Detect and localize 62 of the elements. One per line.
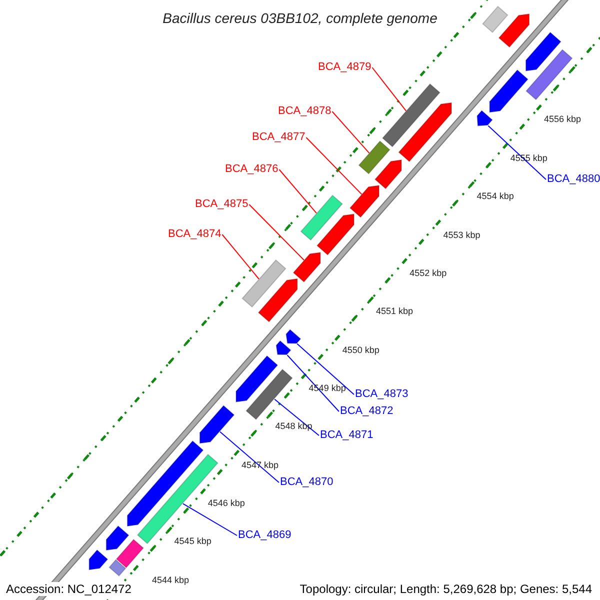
- gene-feature: [246, 368, 293, 420]
- gene-feature: [482, 6, 508, 34]
- gene-label: BCA_4873: [355, 389, 408, 400]
- leader-line: [222, 234, 260, 280]
- tick-label: 4544 kbp: [152, 576, 190, 585]
- gene-label: BCA_4874: [168, 229, 222, 240]
- gene-label: BCA_4876: [225, 164, 278, 175]
- tick-label: 4545 kbp: [174, 537, 212, 546]
- leader-line: [278, 169, 317, 214]
- gene-feature: [88, 549, 108, 570]
- leader-line: [372, 67, 407, 112]
- gene-feature: [300, 194, 344, 241]
- gene-feature: [286, 328, 302, 344]
- leader-line: [286, 354, 340, 412]
- gene-label: BCA_4870: [280, 477, 334, 488]
- leader-line: [274, 398, 320, 436]
- leader-line: [488, 125, 546, 180]
- gene-feature: [276, 340, 292, 356]
- gene-label: BCA_4877: [252, 132, 306, 143]
- gene-label: BCA_4878: [278, 106, 332, 117]
- leader-line: [220, 431, 280, 483]
- gene-feature: [236, 355, 278, 402]
- leader-line: [248, 204, 304, 261]
- gene-feature: [476, 110, 493, 126]
- gene-feature: [525, 48, 573, 100]
- genome-stats-note: Topology: circular; Length: 5,269,628 bp; Genes: 5,544: [298, 582, 594, 596]
- gene-feature: [358, 140, 390, 174]
- tick-label: 4552 kbp: [410, 268, 447, 278]
- gene-feature: [374, 159, 402, 190]
- tick-label: 4556 kbp: [544, 115, 582, 124]
- gene-feature: [292, 252, 321, 283]
- gene-feature: [398, 102, 452, 162]
- gene-label: BCA_4879: [318, 62, 372, 73]
- gene-feature: [498, 13, 530, 48]
- leader-line: [182, 503, 238, 536]
- gene-feature: [349, 184, 380, 218]
- gene-feature: [126, 440, 204, 527]
- gene-feature: [316, 214, 354, 256]
- gene-label: BCA_4871: [320, 430, 374, 441]
- tick-label: 4546 kbp: [208, 499, 245, 508]
- gene-feature: [382, 83, 440, 148]
- gene-label: BCA_4872: [340, 406, 394, 417]
- tick-label: 4550 kbp: [342, 346, 380, 355]
- leader-line: [332, 111, 370, 154]
- gene-feature: [199, 404, 235, 444]
- tick-label: 4554 kbp: [476, 192, 514, 202]
- gene-label: BCA_4869: [238, 530, 292, 541]
- map-title: Bacillus cereus 03BB102, complete genome: [162, 11, 438, 25]
- gene-feature: [106, 525, 130, 551]
- gene-label: BCA_4875: [195, 199, 248, 210]
- gene-feature: [242, 259, 286, 308]
- accession-note: Accession: NC_012472: [4, 582, 134, 596]
- gene-feature: [116, 538, 144, 568]
- tick-label: 4551 kbp: [376, 307, 414, 316]
- gene-feature: [525, 32, 562, 72]
- tick-label: 4553 kbp: [443, 230, 480, 240]
- gene-label: BCA_4880: [547, 174, 600, 185]
- leader-line: [306, 137, 362, 195]
- leader-line: [296, 343, 354, 395]
- gene-feature: [489, 69, 529, 113]
- gene-feature: [258, 278, 298, 322]
- gene-feature: [108, 559, 126, 577]
